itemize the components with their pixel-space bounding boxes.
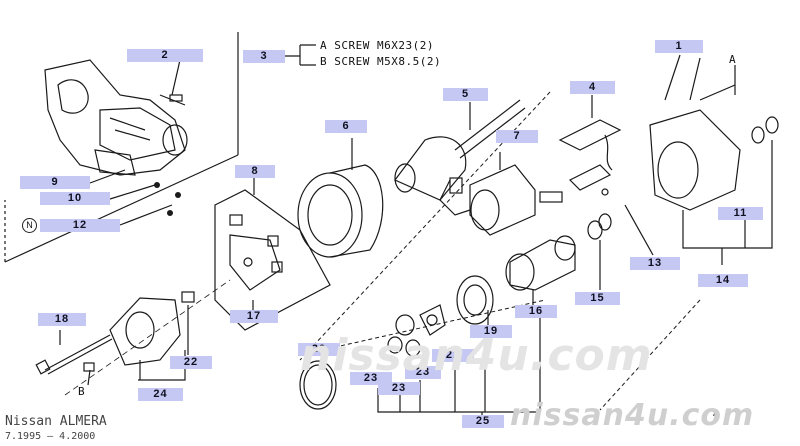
clutch-illustration — [456, 275, 494, 325]
callout-9[interactable]: 9 — [20, 176, 90, 189]
callout-15[interactable]: 15 — [575, 292, 620, 305]
callout-13[interactable]: 13 — [630, 257, 680, 270]
callout-19[interactable]: 19 — [470, 325, 512, 338]
pinion-illustration — [505, 235, 576, 305]
callout-11[interactable]: 11 — [718, 207, 763, 220]
callout-22[interactable]: 22 — [170, 356, 212, 369]
production-period: 7.1995 — 4.2000 — [5, 431, 96, 442]
ref-letter-a-bottom: A — [713, 409, 719, 419]
armature-illustration — [394, 99, 526, 201]
callout-10[interactable]: 10 — [40, 192, 110, 205]
front-cover-illustration — [109, 297, 181, 380]
callout-7[interactable]: 7 — [496, 130, 538, 143]
washer-illustration — [587, 213, 612, 290]
ref-letter-a-top: A — [729, 53, 736, 66]
callout-18[interactable]: 18 — [38, 313, 86, 326]
callout-6[interactable]: 6 — [325, 120, 367, 133]
callout-25[interactable]: 25 — [462, 415, 504, 428]
callout-20[interactable]: 20 — [298, 343, 340, 356]
callout-24[interactable]: 24 — [138, 388, 183, 401]
callout-5[interactable]: 5 — [443, 88, 488, 101]
gear-illustration — [387, 304, 446, 357]
watermark-bottom: nissan4u.com — [510, 398, 755, 433]
small-nut-markers — [154, 182, 181, 216]
callout-23-c[interactable]: 23 — [378, 382, 420, 395]
solenoid-illustration — [439, 152, 536, 236]
screw-legend-a: A SCREW M6X23(2) — [320, 39, 434, 52]
callout-17[interactable]: 17 — [230, 310, 278, 323]
brush-set-illustration — [539, 95, 622, 203]
callout-21[interactable]: 21 — [432, 349, 474, 362]
model-name: Nissan ALMERA — [5, 414, 107, 429]
brush-holder-illustration — [229, 214, 283, 291]
callout-23-a[interactable]: 23 — [405, 366, 441, 379]
callout-12[interactable]: 12 — [40, 219, 120, 232]
callout-2[interactable]: 2 — [127, 49, 203, 62]
callout-4[interactable]: 4 — [570, 81, 615, 94]
engine-block-illustration — [44, 59, 188, 176]
callout-23-b[interactable]: 23 — [350, 372, 392, 385]
watermark-center: nissan4u.com — [300, 330, 653, 381]
callout-8[interactable]: 8 — [235, 165, 275, 178]
callout-16[interactable]: 16 — [515, 305, 557, 318]
callout-3[interactable]: 3 — [243, 50, 285, 63]
o-ring-illustration — [299, 360, 337, 410]
screw-legend-b: B SCREW M5X8.5(2) — [320, 55, 442, 68]
n-marker-icon: N — [22, 218, 37, 233]
callout-1[interactable]: 1 — [655, 40, 703, 53]
rear-housing-illustration — [649, 54, 779, 211]
ref-letter-b: B — [78, 385, 85, 398]
yoke-illustration — [297, 138, 384, 258]
through-bolt-illustration — [35, 330, 113, 375]
callout-14[interactable]: 14 — [698, 274, 748, 287]
